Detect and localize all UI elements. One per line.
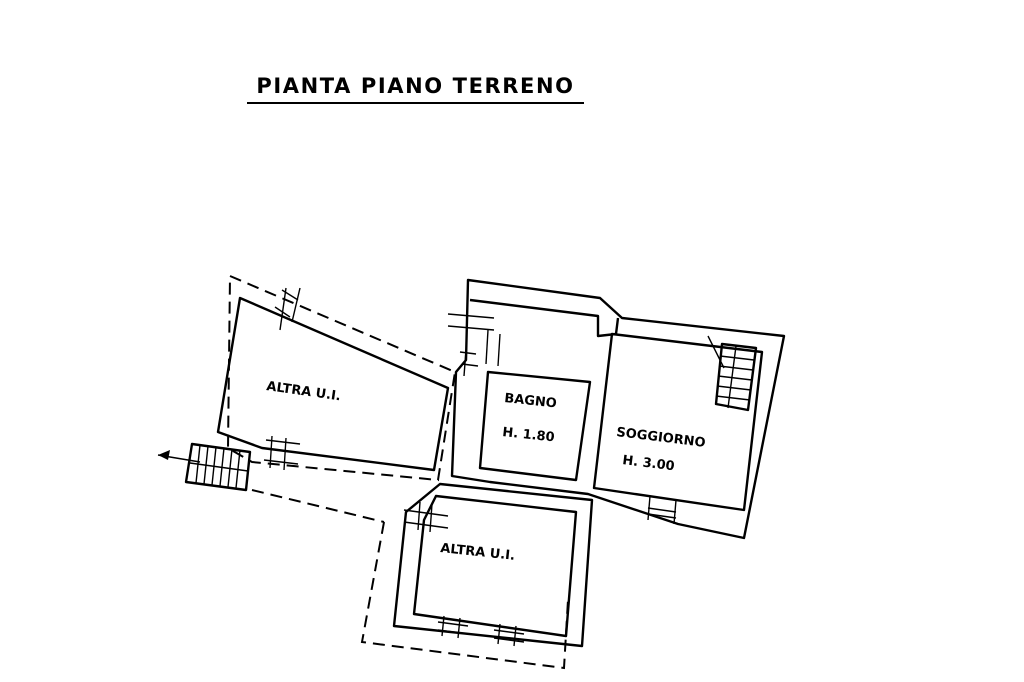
- soggiorno-label: SOGGIORNO: [616, 425, 707, 451]
- bottom-unit-window-1: [437, 615, 469, 639]
- bagno-height: H. 1.80: [502, 425, 556, 445]
- right-wing-outer-walls: [450, 278, 786, 540]
- plan-title: PIANTA PIANO TERRENO: [247, 74, 584, 104]
- bottom-unit-window-2: [493, 623, 525, 647]
- bottom-unit-inner-walls: [412, 494, 578, 638]
- soggiorno-door: [647, 495, 677, 525]
- bottom-unit-outer-boundary: [360, 521, 569, 670]
- bagno-walls: [478, 370, 592, 482]
- left-unit-label: ALTRA U.I.: [265, 379, 341, 404]
- left-unit-outer-boundary: [226, 275, 457, 482]
- left-unit-walls: [216, 296, 450, 472]
- right-wing: BAGNO H. 1.80 SOGGIORNO H. 3.00: [447, 278, 786, 540]
- soggiorno-walls: [592, 332, 764, 512]
- entry-detail: [447, 313, 501, 377]
- exterior-stair: [157, 442, 252, 492]
- left-unit: ALTRA U.I.: [157, 275, 457, 492]
- bottom-unit: ALTRA U.I.: [251, 482, 594, 670]
- bottom-unit-outer-walls: [392, 482, 594, 648]
- bottom-unit-door: [403, 501, 449, 533]
- left-unit-door: [263, 435, 301, 471]
- soggiorno-stair: [707, 335, 758, 412]
- bagno-label: BAGNO: [504, 391, 558, 411]
- soggiorno-height: H. 3.00: [622, 453, 676, 474]
- corridor-wall: [469, 298, 620, 338]
- left-unit-window: [274, 287, 301, 331]
- bottom-unit-label: ALTRA U.I.: [440, 541, 516, 564]
